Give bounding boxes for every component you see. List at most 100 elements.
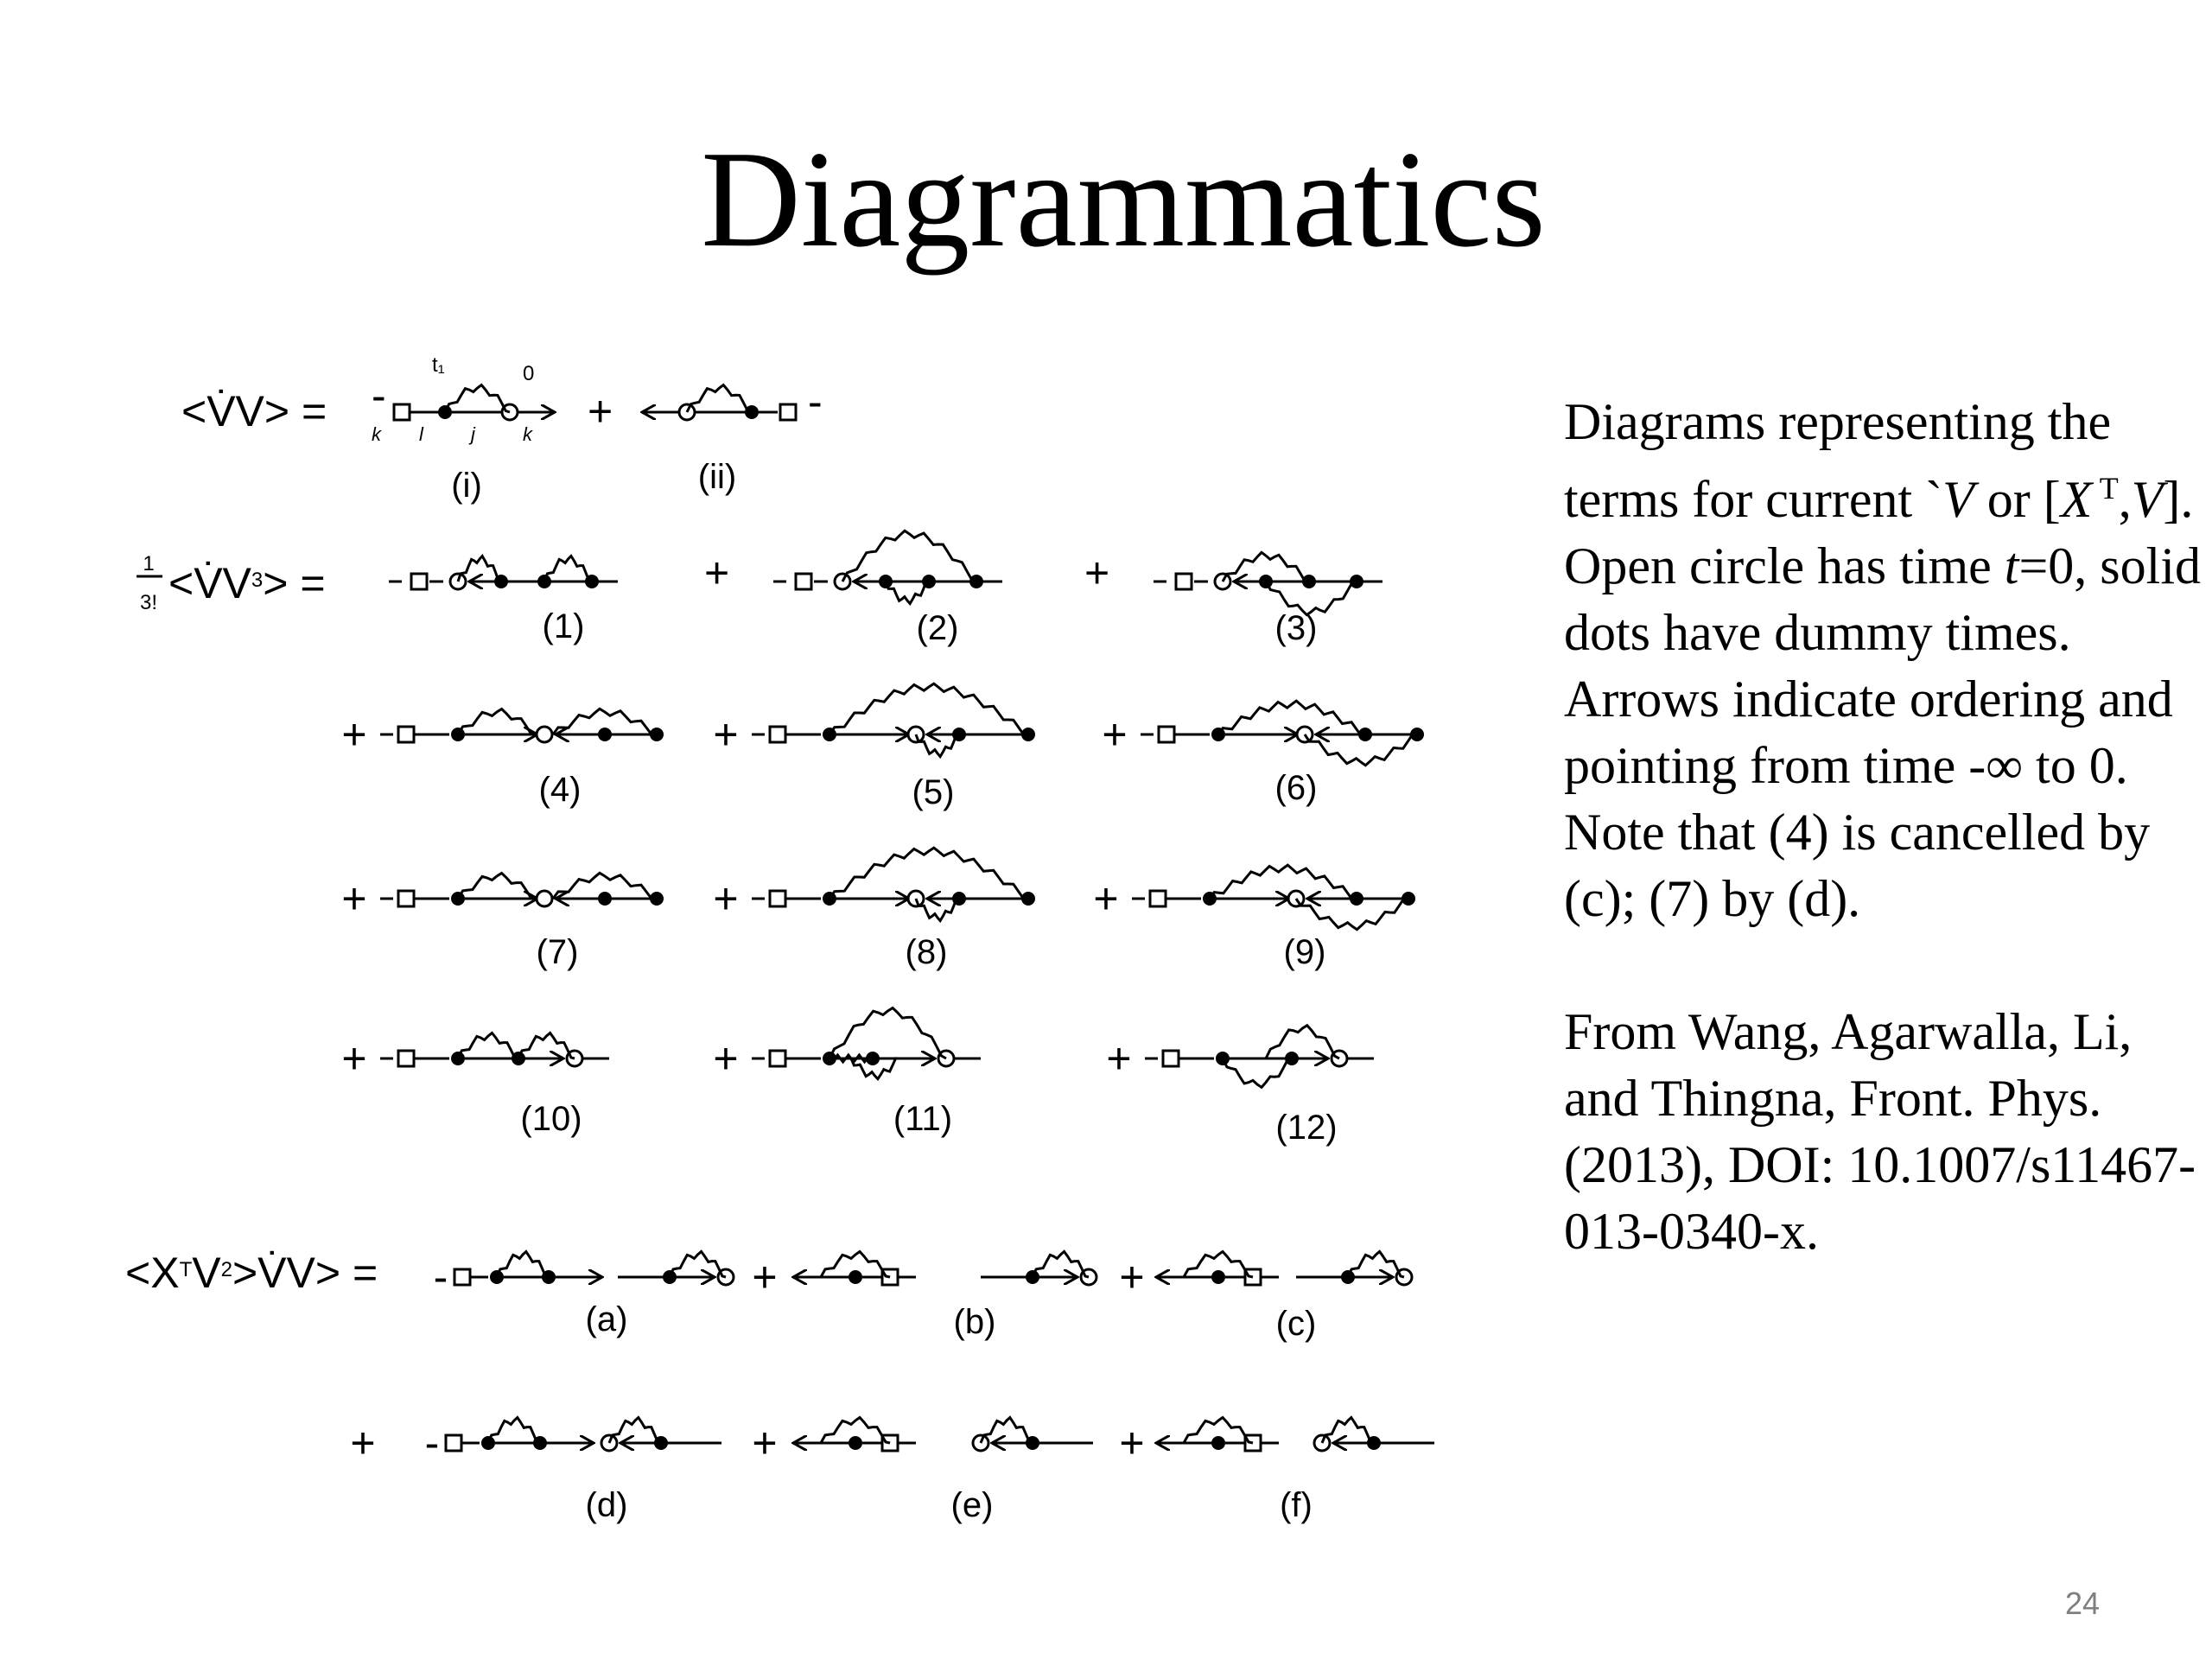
square-vertex xyxy=(779,403,798,422)
phonon-wavy-line xyxy=(1320,1415,1375,1445)
plus-sign: + xyxy=(704,549,729,597)
diagram-label-2: (2) xyxy=(917,609,959,647)
equation-lhs-vv3: <V̇V3> = xyxy=(168,559,326,607)
plus-sign: + xyxy=(341,874,366,923)
plus-sign: + xyxy=(341,710,366,759)
phonon-wavy-line xyxy=(1264,1023,1340,1060)
diagram-label-c: (c) xyxy=(1276,1305,1317,1343)
diagram-label-a: (a) xyxy=(586,1300,628,1338)
plus-sign: + xyxy=(588,387,613,435)
equation-lhs-xtv: <XTV2>V̇V> = xyxy=(125,1249,378,1297)
plus-sign: + xyxy=(752,1253,777,1301)
phonon-wavy-line xyxy=(1208,863,1357,901)
solid-vertex xyxy=(598,728,612,741)
square-vertex xyxy=(1174,572,1193,591)
phonon-wavy-line xyxy=(456,707,537,736)
phonon-wavy-line xyxy=(456,1031,519,1060)
open-vertex xyxy=(535,725,554,744)
fraction-denominator: 3! xyxy=(140,591,157,614)
solid-vertex xyxy=(1211,1436,1225,1450)
plus-sign: + xyxy=(350,1419,375,1467)
plus-sign: + xyxy=(1102,710,1127,759)
phonon-wavy-line xyxy=(849,1057,899,1081)
square-vertex xyxy=(1161,1049,1180,1068)
minus-sign: - xyxy=(434,1253,448,1301)
diagram-label-e: (e) xyxy=(951,1486,994,1524)
minus-sign: - xyxy=(425,1419,440,1467)
plus-sign: + xyxy=(752,1419,777,1467)
reference-citation: From Wang, Agarwalla, Li, and Thingna, F… xyxy=(1564,1003,2196,1260)
phonon-wavy-line xyxy=(819,1249,891,1279)
phonon-wavy-line xyxy=(884,580,930,607)
square-vertex xyxy=(768,725,787,744)
plus-sign: + xyxy=(1093,874,1118,923)
phonon-wavy-line xyxy=(1294,897,1409,931)
phonon-wavy-line xyxy=(1182,1249,1254,1279)
solid-vertex xyxy=(849,1436,862,1450)
square-vertex xyxy=(794,572,813,591)
phonon-wavy-line xyxy=(607,1415,662,1445)
diagram-label-7: (7) xyxy=(537,933,579,971)
phonon-wavy-line xyxy=(517,1031,575,1060)
square-vertex xyxy=(1157,725,1176,744)
time-label-t1: t₁ xyxy=(432,353,445,377)
square-vertex xyxy=(397,725,416,744)
square-vertex xyxy=(768,1049,787,1068)
phonon-wavy-line xyxy=(1303,733,1418,767)
plus-sign: + xyxy=(713,1034,738,1083)
phonon-wavy-line xyxy=(685,383,753,414)
page-number: 24 xyxy=(2065,1586,2101,1621)
plus-sign: + xyxy=(1084,549,1109,597)
phonon-wavy-line xyxy=(1221,550,1310,583)
diagram-label-i: (i) xyxy=(451,467,482,505)
square-vertex xyxy=(397,1049,416,1068)
plus-sign: + xyxy=(1119,1419,1144,1467)
vertex-label: l xyxy=(419,423,424,445)
square-vertex xyxy=(392,403,411,422)
solid-vertex xyxy=(598,892,612,906)
plus-sign: + xyxy=(713,874,738,923)
phonon-wavy-line xyxy=(1217,699,1366,737)
vertex-label: j xyxy=(468,423,476,445)
diagram-label-11: (11) xyxy=(893,1100,952,1138)
square-vertex xyxy=(1148,889,1167,908)
solid-vertex xyxy=(849,1270,862,1284)
square-vertex xyxy=(453,1268,472,1287)
vertex-label: k xyxy=(523,423,533,445)
phonon-wavy-line xyxy=(495,1249,550,1279)
diagram-label-4: (4) xyxy=(539,771,582,809)
phonon-wavy-line xyxy=(456,871,537,900)
phonon-wavy-line xyxy=(551,871,658,900)
phonon-wavy-line xyxy=(543,554,593,583)
diagram-label-d: (d) xyxy=(586,1486,628,1524)
phonon-wavy-line xyxy=(1346,1249,1405,1279)
solid-vertex xyxy=(1211,1270,1225,1284)
diagram-label-10: (10) xyxy=(520,1100,582,1138)
phonon-wavy-line xyxy=(828,682,1029,736)
phonon-wavy-line xyxy=(668,1249,727,1279)
fraction-numerator: 1 xyxy=(143,552,154,575)
phonon-wavy-line xyxy=(1221,1057,1293,1090)
plus-sign: + xyxy=(341,1034,366,1083)
diagram-label-8: (8) xyxy=(906,933,948,971)
equation-lhs-vv: <V̇V> = xyxy=(181,387,327,435)
time-label-0: 0 xyxy=(523,362,534,385)
phonon-wavy-line xyxy=(979,1415,1033,1445)
phonon-wavy-line xyxy=(914,897,960,924)
phonon-wavy-line xyxy=(456,553,502,583)
slide-title: Diagrammatics xyxy=(701,122,1546,276)
diagram-label-3: (3) xyxy=(1275,609,1318,647)
plus-sign: + xyxy=(713,710,738,759)
diagram-label-1: (1) xyxy=(543,607,585,645)
phonon-wavy-line xyxy=(1031,1249,1090,1279)
minus-sign: - xyxy=(372,372,386,420)
square-vertex xyxy=(397,889,416,908)
phonon-wavy-line xyxy=(486,1415,541,1445)
square-vertex xyxy=(768,889,787,908)
phonon-wavy-line xyxy=(1182,1415,1254,1445)
minus-sign: - xyxy=(808,378,823,426)
diagram-label-6: (6) xyxy=(1275,769,1318,807)
phonon-wavy-line xyxy=(443,383,511,414)
phonon-wavy-line xyxy=(819,1415,891,1445)
